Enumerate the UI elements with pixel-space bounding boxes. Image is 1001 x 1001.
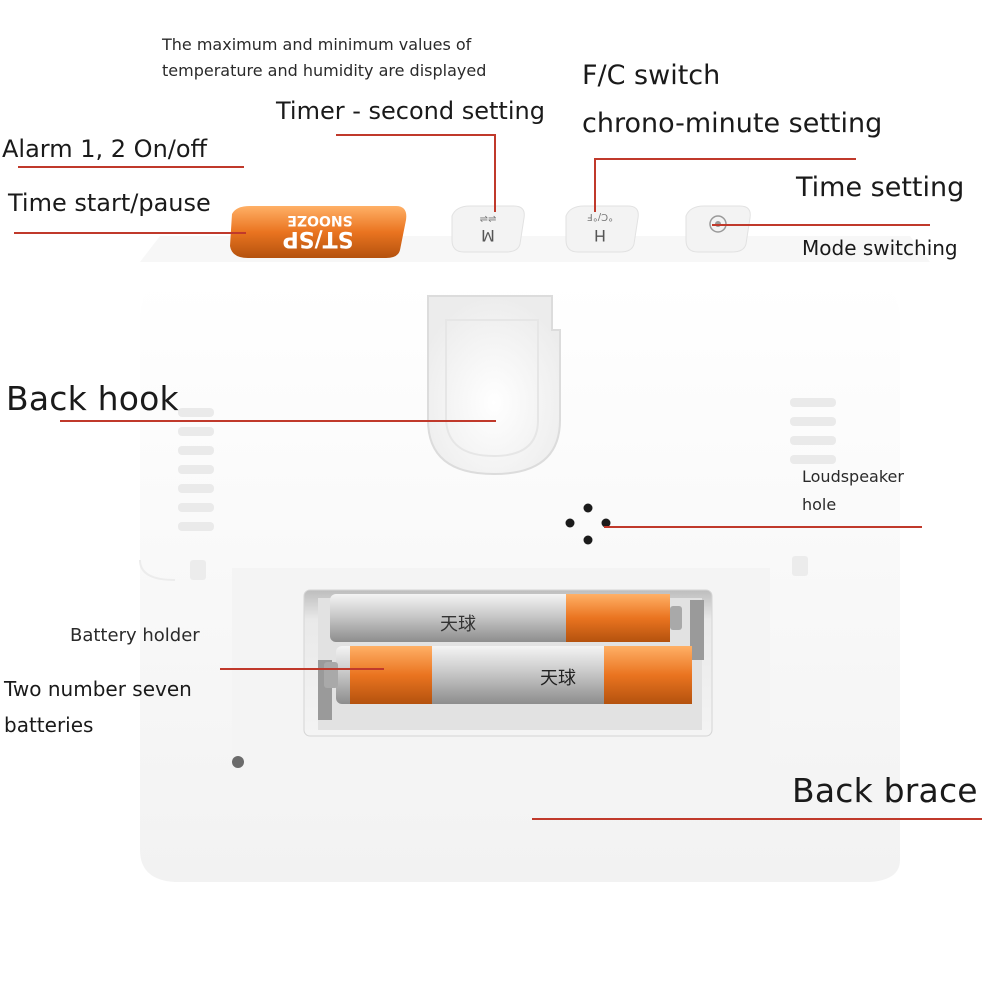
loudspeaker-label-line1: Loudspeaker xyxy=(802,467,904,486)
two-batteries-label-line1: Two number seven xyxy=(4,677,192,701)
back-hook xyxy=(427,295,561,476)
leader-alarm xyxy=(18,166,244,168)
mode-switching-label: Mode switching xyxy=(802,236,958,260)
button-h-label: H xyxy=(594,226,606,245)
alarm-onoff-label: Alarm 1, 2 On/off xyxy=(2,135,208,163)
leader-battery xyxy=(220,668,384,670)
button-fc-label: °C/°F xyxy=(587,211,613,222)
left-vent xyxy=(178,408,214,531)
back-brace-label: Back brace xyxy=(792,771,978,810)
battery-top: 天球 xyxy=(330,594,682,642)
stsp-text: ST/SP xyxy=(283,226,354,251)
max-min-note-line2: temperature and humidity are displayed xyxy=(162,61,487,80)
back-hook-label: Back hook xyxy=(6,379,179,418)
svg-text:⇌⇌: ⇌⇌ xyxy=(480,214,497,225)
snooze-text: SNOOZE xyxy=(287,212,352,228)
leader-back-hook xyxy=(60,420,496,422)
button-h: H °C/°F xyxy=(565,205,639,253)
snooze-button: SNOOZE ST/SP xyxy=(230,206,407,258)
screw xyxy=(232,756,244,768)
loudspeaker-holes xyxy=(565,503,611,545)
time-start-pause-label: Time start/pause xyxy=(8,189,211,217)
leader-chrono-minute-drop xyxy=(594,158,596,212)
timer-second-label: Timer - second setting xyxy=(276,97,545,125)
button-mode xyxy=(685,205,751,253)
battery-brand-bottom: 天球 xyxy=(540,668,576,689)
fc-switch-label: F/C switch xyxy=(582,60,721,91)
right-vent xyxy=(790,398,836,464)
loudspeaker-label-line2: hole xyxy=(802,495,837,514)
max-min-note-line1: The maximum and minimum values of xyxy=(162,35,472,54)
leader-back-brace xyxy=(532,818,982,820)
leader-timer-second-drop xyxy=(494,134,496,212)
battery-holder-label: Battery holder xyxy=(70,625,200,646)
button-m: M ⇌⇌ xyxy=(451,205,525,253)
time-setting-label: Time setting xyxy=(796,172,965,203)
two-batteries-label-line2: batteries xyxy=(4,713,94,737)
battery-brand-top: 天球 xyxy=(440,614,476,635)
leader-time-setting xyxy=(712,224,930,226)
leader-chrono-minute xyxy=(594,158,856,160)
leader-timer-second xyxy=(336,134,496,136)
battery-bottom: 天球 xyxy=(324,646,692,704)
button-m-label: M xyxy=(481,226,495,245)
leader-time-start xyxy=(14,232,246,234)
leader-loudspeaker xyxy=(604,526,922,528)
chrono-minute-label: chrono-minute setting xyxy=(582,108,883,139)
